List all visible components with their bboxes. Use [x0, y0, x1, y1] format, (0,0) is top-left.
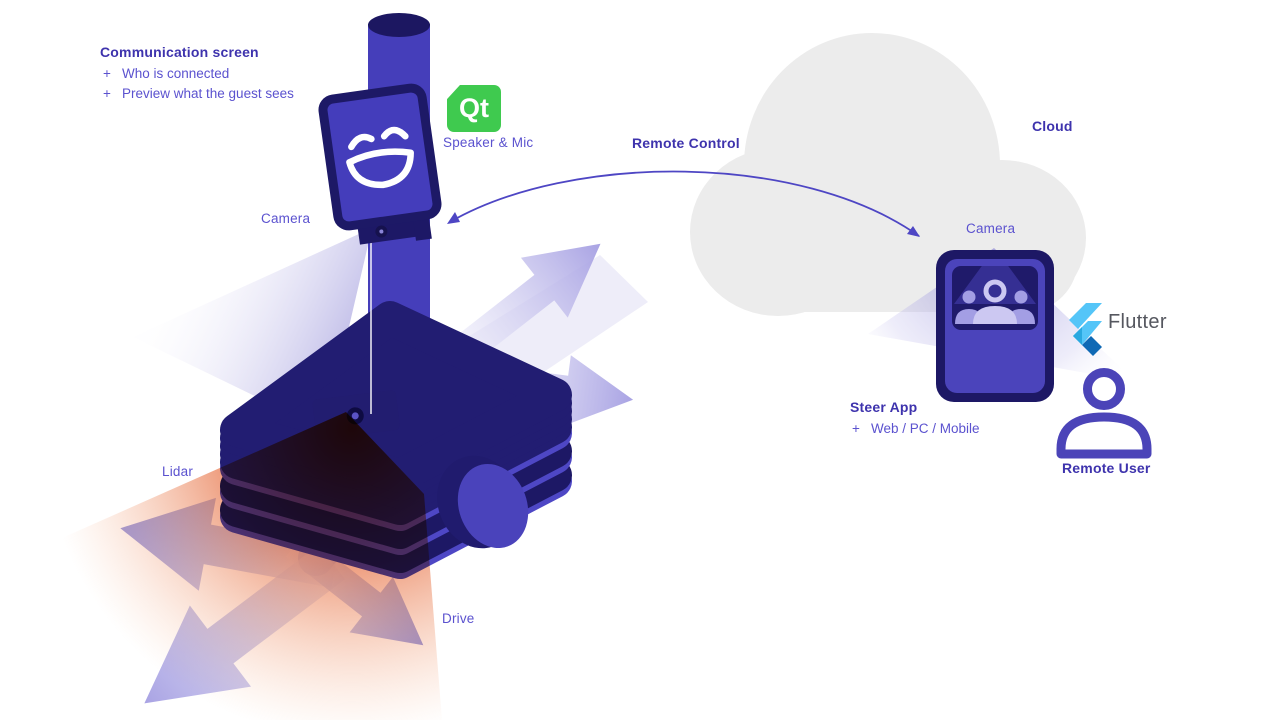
steer-app-phone — [936, 250, 1054, 402]
steer-app-bullets: + Web / PC / Mobile — [852, 419, 980, 439]
plus-icon: + — [103, 66, 111, 81]
video-call-people-icon — [955, 279, 1035, 324]
steer-app-title: Steer App — [850, 399, 918, 415]
robot-screen — [318, 83, 442, 245]
remote-user-label: Remote User — [1062, 460, 1151, 476]
flutter-logo-icon — [1069, 303, 1102, 356]
remote-control-label: Remote Control — [632, 135, 740, 151]
robot-wheel — [437, 455, 529, 549]
bullet-text: Web / PC / Mobile — [871, 421, 980, 436]
speaker-mic-label: Speaker & Mic — [443, 135, 534, 150]
smiley-face-icon — [346, 126, 414, 189]
bullet-text: Who is connected — [122, 66, 230, 81]
remote-control-arrow — [447, 170, 920, 237]
bullet-item: + Preview what the guest sees — [103, 84, 294, 104]
flutter-label: Flutter — [1108, 311, 1167, 333]
qt-logo-icon: Qt — [447, 85, 501, 132]
remote-camera-label: Camera — [966, 221, 1016, 236]
bullet-item: + Who is connected — [103, 64, 294, 84]
robot-camera-label: Camera — [261, 211, 311, 226]
bullet-text: Preview what the guest sees — [122, 86, 294, 101]
drive-label: Drive — [442, 611, 475, 626]
bullet-item: + Web / PC / Mobile — [852, 419, 980, 439]
lidar-label: Lidar — [162, 464, 194, 479]
cloud-label: Cloud — [1032, 118, 1073, 134]
remote-user-icon — [1056, 368, 1152, 459]
plus-icon: + — [852, 421, 860, 436]
communication-screen-bullets: + Who is connected + Preview what the gu… — [103, 64, 294, 104]
communication-screen-title: Communication screen — [100, 44, 259, 60]
lidar-beam — [14, 412, 442, 720]
plus-icon: + — [103, 86, 111, 101]
